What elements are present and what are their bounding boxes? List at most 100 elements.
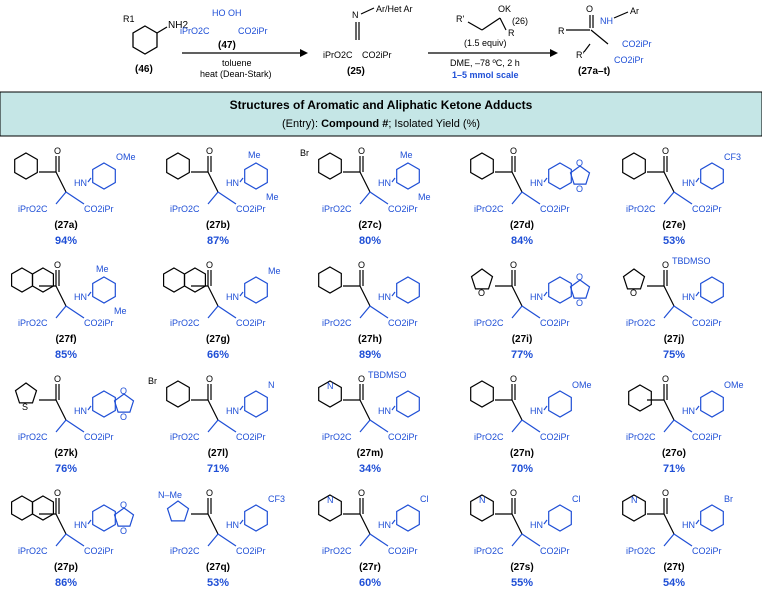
amine-nh: HN — [226, 178, 239, 188]
methyl-label: Me — [266, 192, 279, 202]
ester-left: iPrO2C — [170, 432, 200, 442]
ester-left: iPrO2C — [170, 204, 200, 214]
bond — [521, 191, 541, 205]
bond — [207, 305, 219, 319]
amine-nh: HN — [530, 520, 543, 530]
ring — [318, 266, 342, 294]
bond — [55, 191, 67, 205]
bond — [391, 177, 396, 183]
ring — [163, 267, 185, 293]
compound-id: (27q) — [206, 562, 230, 573]
bond — [663, 305, 675, 319]
amine-substituent: CF3 — [724, 152, 741, 162]
carbonyl-o: O — [54, 260, 61, 270]
amine-nh: HN — [226, 292, 239, 302]
furan-o: O — [630, 288, 637, 298]
carbonyl-o: O — [358, 260, 365, 270]
ester-right: CO2iPr — [388, 318, 418, 328]
imine-25: N Ar/Het Ar iPrO2C CO2iPr (25) — [323, 4, 413, 77]
bond — [663, 419, 675, 433]
bond — [207, 285, 219, 307]
bond — [207, 399, 219, 421]
dioxole-o-1: O — [576, 272, 583, 282]
bond — [663, 399, 675, 421]
ester-right: CO2iPr — [540, 318, 570, 328]
bond — [55, 171, 67, 193]
product-ester-2: CO2iPr — [614, 55, 644, 65]
ring — [318, 380, 342, 408]
isolated-yield: 76% — [55, 463, 77, 475]
ester-left: iPrO2C — [474, 432, 504, 442]
bond — [521, 305, 541, 319]
amine-nh: HN — [74, 520, 87, 530]
ring-5 — [14, 382, 38, 404]
dioxole-o-2: O — [576, 184, 583, 194]
section-banner: Structures of Aromatic and Aliphatic Ket… — [0, 91, 762, 137]
ester-left: iPrO2C — [18, 432, 48, 442]
ester-left: iPrO2C — [626, 318, 656, 328]
compound-id: (27k) — [54, 448, 77, 459]
methyl-label: Me — [96, 264, 109, 274]
dioxole-o-1: O — [120, 500, 127, 510]
ring — [700, 276, 724, 304]
pyridine-n: N — [327, 381, 334, 391]
product-o: O — [586, 4, 593, 14]
amine-nh: HN — [378, 520, 391, 530]
furan-o: O — [478, 288, 485, 298]
bond — [369, 305, 389, 319]
bond — [369, 533, 389, 547]
isolated-yield: 66% — [207, 349, 229, 361]
bond — [359, 191, 371, 205]
bond — [239, 519, 244, 525]
bond — [521, 419, 541, 433]
isolated-yield: 85% — [55, 349, 77, 361]
bond — [359, 419, 371, 433]
amine-nh: HN — [682, 178, 695, 188]
pyridine-n: N — [479, 495, 486, 505]
bond — [543, 405, 548, 411]
bond — [65, 191, 85, 205]
ring — [14, 152, 38, 180]
amine-nh: HN — [530, 178, 543, 188]
carbonyl-o: O — [54, 488, 61, 498]
ring — [548, 504, 572, 532]
bond — [239, 291, 244, 297]
ester-left: iPrO2C — [626, 204, 656, 214]
reagent-47-hydroxyls: HO OH — [212, 8, 242, 18]
reagent-47-ester-right: CO2iPr — [238, 26, 268, 36]
ring — [318, 494, 342, 522]
bond — [511, 419, 523, 433]
aniline-label: (46) — [135, 64, 153, 75]
compound-id: (27g) — [206, 334, 230, 345]
ester-left: iPrO2C — [170, 318, 200, 328]
ester-left: iPrO2C — [474, 204, 504, 214]
ring-5 — [166, 500, 190, 522]
ring — [166, 380, 190, 408]
isolated-yield: 53% — [663, 235, 685, 247]
bond — [65, 533, 85, 547]
compound-id: (27e) — [662, 220, 685, 231]
bond — [217, 533, 237, 547]
product-r-prime: R' — [576, 50, 584, 60]
bond — [663, 171, 675, 193]
ester-left: iPrO2C — [626, 546, 656, 556]
amine-nh: HN — [682, 292, 695, 302]
compound-id: (27s) — [510, 562, 533, 573]
bond — [695, 519, 700, 525]
ester-right: CO2iPr — [692, 546, 722, 556]
imine-ester-right: CO2iPr — [362, 50, 392, 60]
banner-background — [0, 91, 762, 137]
carbonyl-o: O — [206, 374, 213, 384]
dioxole-o-2: O — [120, 412, 127, 422]
compound-id: (27f) — [55, 334, 76, 345]
isolated-yield: 53% — [207, 577, 229, 589]
